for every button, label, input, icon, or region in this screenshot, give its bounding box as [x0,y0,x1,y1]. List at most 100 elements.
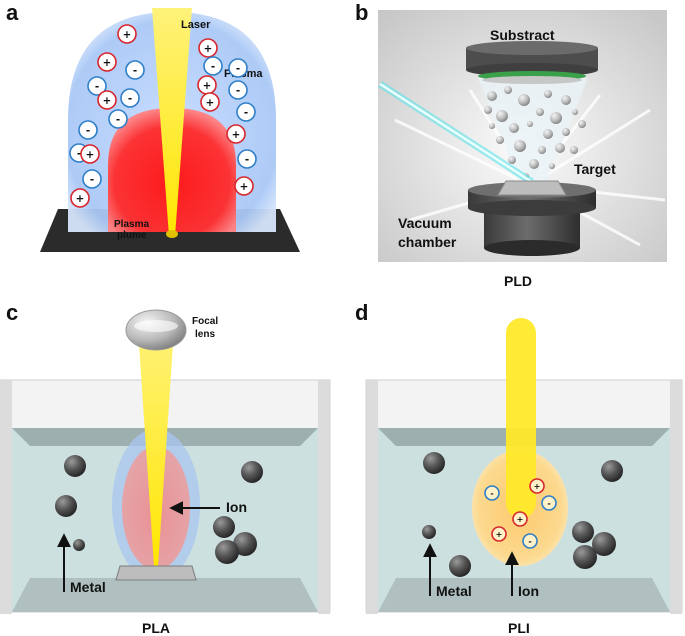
svg-text:-: - [95,81,99,93]
ion-label: Ion [226,499,247,515]
metal-particle [64,455,86,477]
target-plate [497,180,567,196]
metal-particles [55,455,263,564]
pli-caption: PLI [508,620,530,636]
positive-charge-icon: + [512,511,528,527]
metal-particle [241,461,263,483]
negative-charge-icon: - [120,88,140,108]
panel-c-label: c [6,300,18,325]
metal-particle [601,460,623,482]
ablated-particle [487,91,497,101]
chamber-label-line1: Vacuum [398,215,452,231]
svg-text:+: + [203,80,212,92]
tank-right-wall [318,380,330,614]
substrate-holder [466,41,598,84]
plume-label-line2: plume [117,230,147,241]
ablated-particle [570,146,578,154]
svg-text:-: - [236,85,240,97]
panel-d-label: d [355,300,368,325]
ablated-particle [527,121,533,127]
svg-text:+: + [232,129,241,141]
svg-text:-: - [245,154,249,166]
pld-laser-core [379,82,533,184]
positive-charge-icon: + [200,92,220,112]
plume-label-line1: Plasma [114,219,149,230]
metal-particle [422,525,436,539]
target-label: Target [574,161,616,177]
svg-text:+: + [204,43,213,55]
svg-text:-: - [211,61,215,73]
negative-charge-icon: - [236,102,256,122]
svg-text:-: - [490,489,493,498]
negative-charge-icon: - [82,169,102,189]
svg-text:-: - [128,93,132,105]
ablated-particle [514,140,526,152]
negative-charge-icon: - [522,533,538,549]
ablated-particle [529,159,539,169]
svg-text:-: - [116,114,120,126]
svg-text:+: + [86,149,95,161]
negative-charge-icon: - [228,80,248,100]
svg-text:+: + [517,515,524,524]
panel-a-label: a [6,0,19,25]
panel-a: a Laser Plasma Plasma plume ++--+-----++… [6,0,300,252]
svg-text:-: - [244,107,248,119]
ablated-particle [518,94,530,106]
svg-text:-: - [547,499,550,508]
metal-label: Metal [70,579,106,595]
ablated-particle [562,128,570,136]
plume-cone [478,78,588,185]
target-stage [468,180,596,256]
pla-laser-beam [138,330,174,566]
svg-text:+: + [103,57,112,69]
ablated-particle [496,136,504,144]
positive-charge-icon: + [97,52,117,72]
positive-charge-icon: + [529,478,545,494]
ion-label: Ion [518,583,539,599]
panel-b-label: b [355,0,368,25]
panel-d: d -+-++- Metal Ion PLI [355,300,683,636]
laser-spot [166,230,178,238]
charges: ++--+-----+++--++--+-+ [69,24,257,208]
svg-text:-: - [90,174,94,186]
negative-charge-icon: - [78,120,98,140]
positive-charge-icon: + [234,176,254,196]
substrate-label: Substract [490,27,555,43]
panel-c: c Focal lens Ion Metal PLA [0,300,331,636]
ablated-particle [536,108,544,116]
negative-charge-icon: - [125,60,145,80]
metal-particle [215,540,239,564]
ablated-particle [549,163,555,169]
svg-text:+: + [206,97,215,109]
tank-floor [378,578,670,612]
svg-text:+: + [534,482,541,491]
svg-text:-: - [133,65,137,77]
ablated-particle [508,156,516,164]
metal-particle [213,516,235,538]
svg-text:-: - [77,148,81,160]
metal-particle [572,521,594,543]
positive-charge-icon: + [80,144,100,164]
positive-charge-icon: + [198,38,218,58]
metal-particle [573,545,597,569]
ablated-particle [572,109,578,115]
svg-text:+: + [123,29,132,41]
tank-right-wall [670,380,682,614]
svg-text:-: - [528,537,531,546]
positive-charge-icon: + [117,24,137,44]
pld-caption: PLD [504,273,532,289]
positive-charge-icon: + [70,188,90,208]
ablated-particle [578,120,586,128]
ablated-particle [555,143,565,153]
tank-floor [12,578,318,612]
lens-label-line2: lens [195,329,215,340]
negative-charge-icon: - [237,149,257,169]
ablated-particle [484,106,492,114]
negative-charge-icon: - [228,58,248,78]
negative-charge-icon: - [87,76,107,96]
metal-label: Metal [436,583,472,599]
positive-charge-icon: + [197,75,217,95]
tank-left-wall [366,380,378,614]
ablated-particle [543,129,553,139]
